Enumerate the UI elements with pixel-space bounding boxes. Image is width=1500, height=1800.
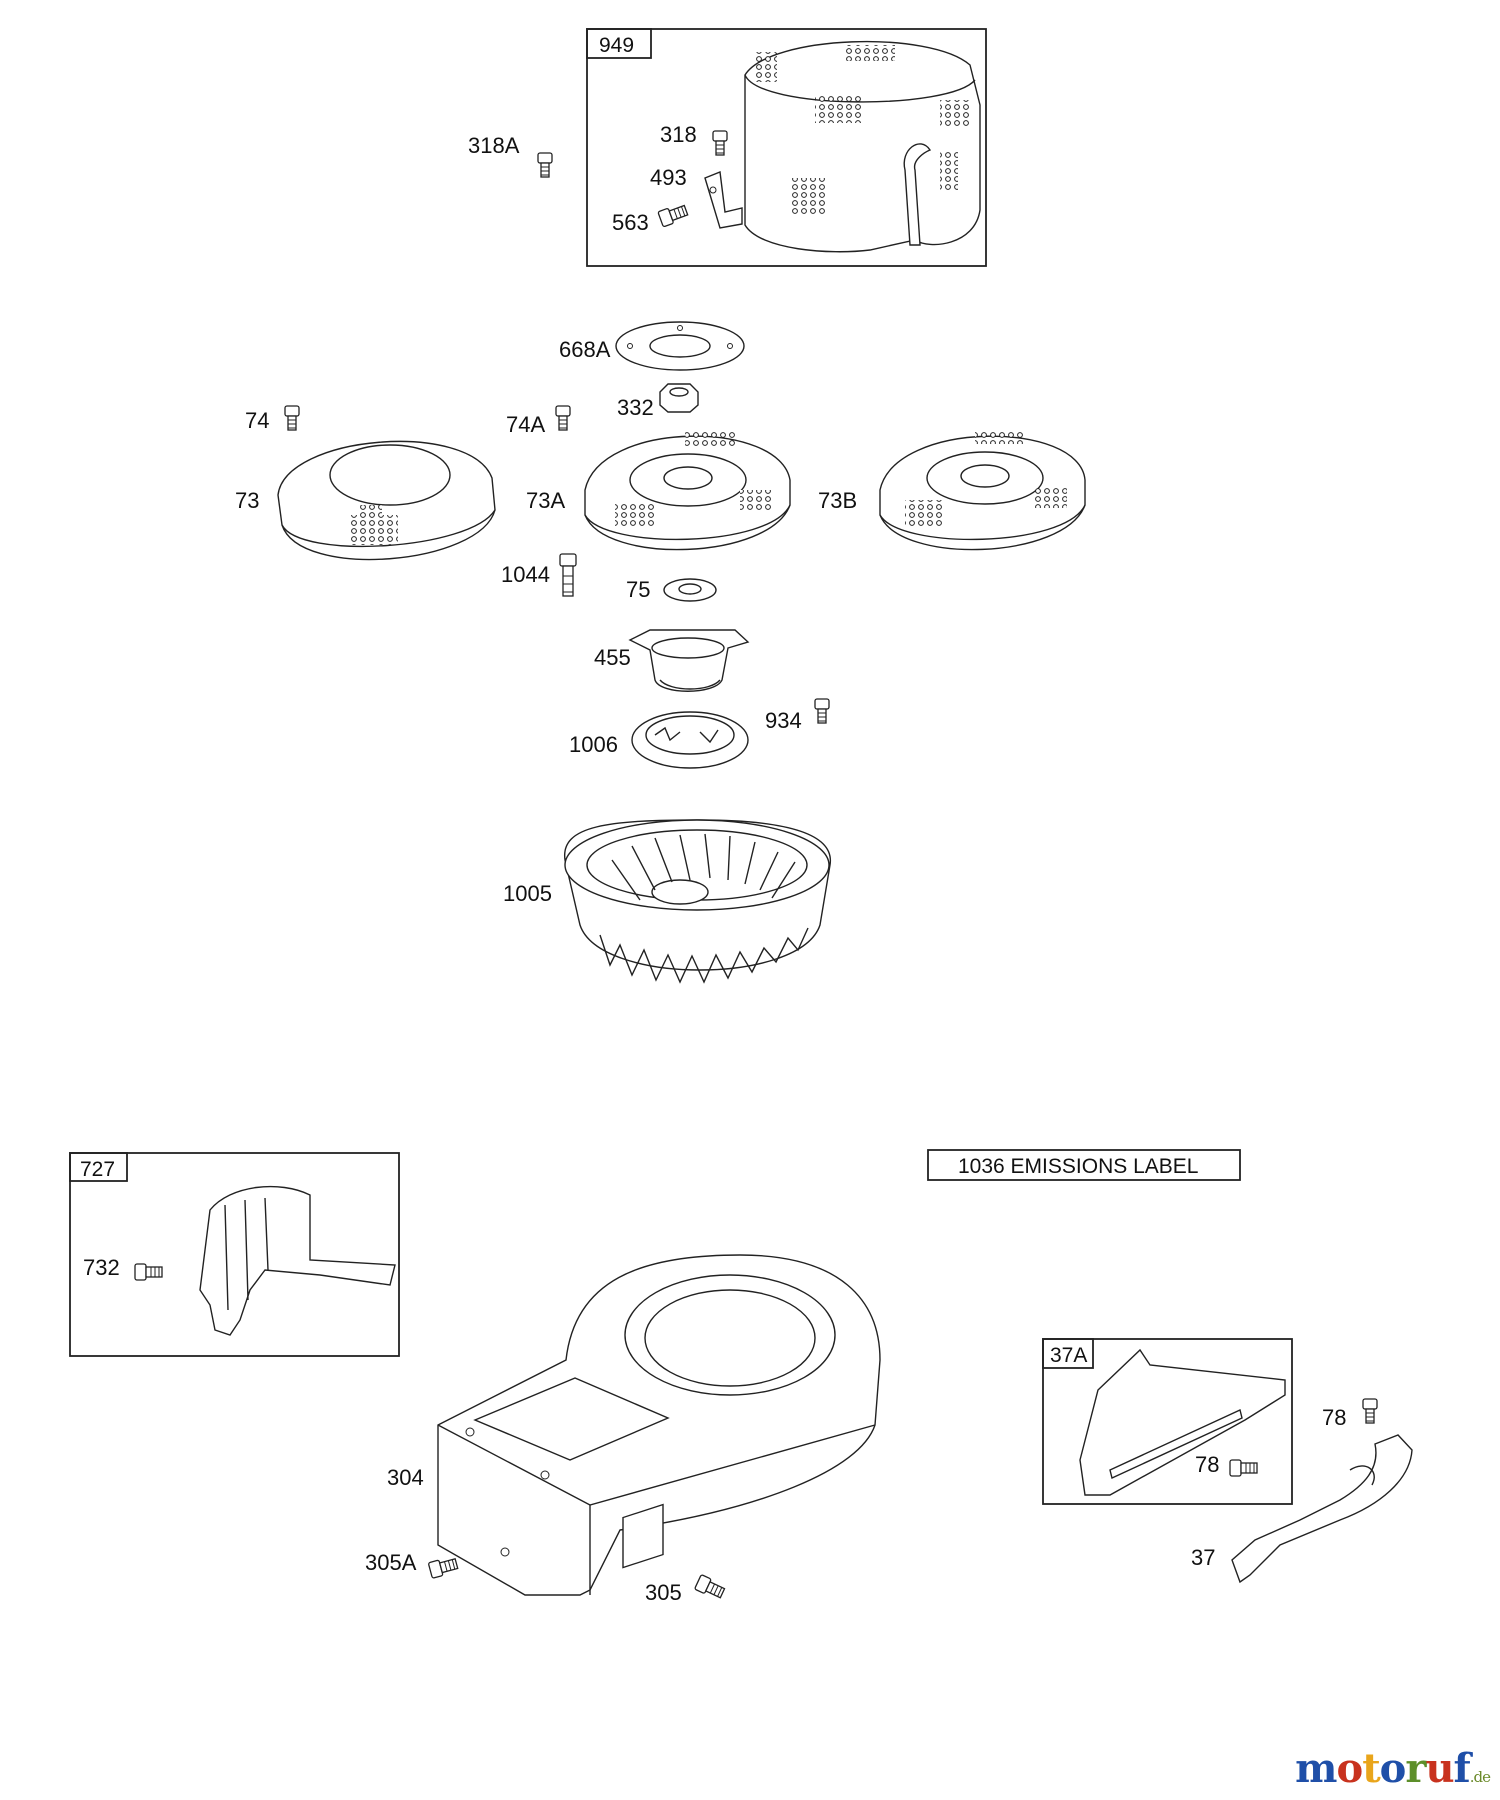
label-1044: 1044 (501, 562, 550, 587)
label-78-box: 78 (1195, 1452, 1219, 1477)
label-563: 563 (612, 210, 649, 235)
watermark-letter: o (1379, 1745, 1407, 1792)
washer-75 (663, 578, 717, 602)
screen-73a (584, 432, 791, 551)
ring-1006 (631, 711, 749, 769)
box-727-label: 727 (80, 1158, 115, 1181)
label-332: 332 (617, 395, 654, 420)
nut-332 (659, 383, 699, 413)
baffle-37 (1231, 1434, 1413, 1584)
label-305a: 305A (365, 1550, 417, 1575)
screw-74 (284, 405, 300, 431)
watermark-letter: m (1295, 1745, 1337, 1792)
label-934: 934 (765, 708, 802, 733)
label-75: 75 (626, 577, 650, 602)
bolt-1044 (559, 553, 577, 597)
label-493: 493 (650, 165, 687, 190)
label-1005: 1005 (503, 881, 552, 906)
box-949: 949 (586, 28, 987, 267)
label-78: 78 (1322, 1405, 1346, 1430)
label-668a: 668A (559, 337, 611, 362)
box-949-label: 949 (599, 34, 634, 57)
watermark-letter: f (1453, 1745, 1471, 1792)
baffle-727 (199, 1185, 396, 1336)
watermark-letter: r (1405, 1745, 1426, 1792)
screen-73b (879, 430, 1086, 551)
label-455: 455 (594, 645, 631, 670)
label-73a: 73A (526, 488, 565, 513)
label-304: 304 (387, 1465, 424, 1490)
label-74a: 74A (506, 412, 545, 437)
emissions-label-text: 1036 EMISSIONS LABEL (958, 1155, 1198, 1178)
screw-934 (814, 698, 830, 724)
screw-563 (657, 202, 690, 228)
label-732: 732 (83, 1255, 120, 1280)
watermark-letter: o (1336, 1745, 1364, 1792)
watermark-suffix: .de (1469, 1768, 1491, 1786)
box-727: 727 (69, 1152, 400, 1357)
label-37: 37 (1191, 1545, 1215, 1570)
screw-74a (555, 405, 571, 431)
watermark-letter: t (1362, 1745, 1381, 1792)
screen-73 (277, 440, 496, 561)
bracket-493 (704, 171, 743, 229)
label-318: 318 (660, 122, 697, 147)
air-cleaner-cover (744, 40, 981, 253)
plate-668a (615, 321, 745, 371)
label-318a: 318A (468, 133, 520, 158)
label-74: 74 (245, 408, 269, 433)
baffle-37a (1079, 1348, 1286, 1496)
emissions-label-box: 1036 EMISSIONS LABEL (927, 1149, 1241, 1181)
label-1006: 1006 (569, 732, 618, 757)
watermark-letter: u (1425, 1745, 1454, 1792)
box-37a: 37A (1042, 1338, 1293, 1505)
cup-455 (628, 629, 750, 692)
blower-housing-304 (437, 1254, 881, 1596)
watermark-logo: motoruf.de (1295, 1745, 1491, 1792)
label-305: 305 (645, 1580, 682, 1605)
screw-318 (712, 130, 728, 156)
screw-305a (427, 1555, 460, 1579)
flywheel-1005 (564, 819, 831, 984)
screw-318a (537, 152, 553, 178)
label-73b: 73B (818, 488, 857, 513)
screw-78-box (1229, 1459, 1258, 1477)
box-37a-label: 37A (1050, 1344, 1087, 1367)
screw-732 (134, 1263, 163, 1281)
label-73: 73 (235, 488, 259, 513)
screw-78 (1362, 1398, 1378, 1424)
screw-305 (693, 1573, 727, 1602)
